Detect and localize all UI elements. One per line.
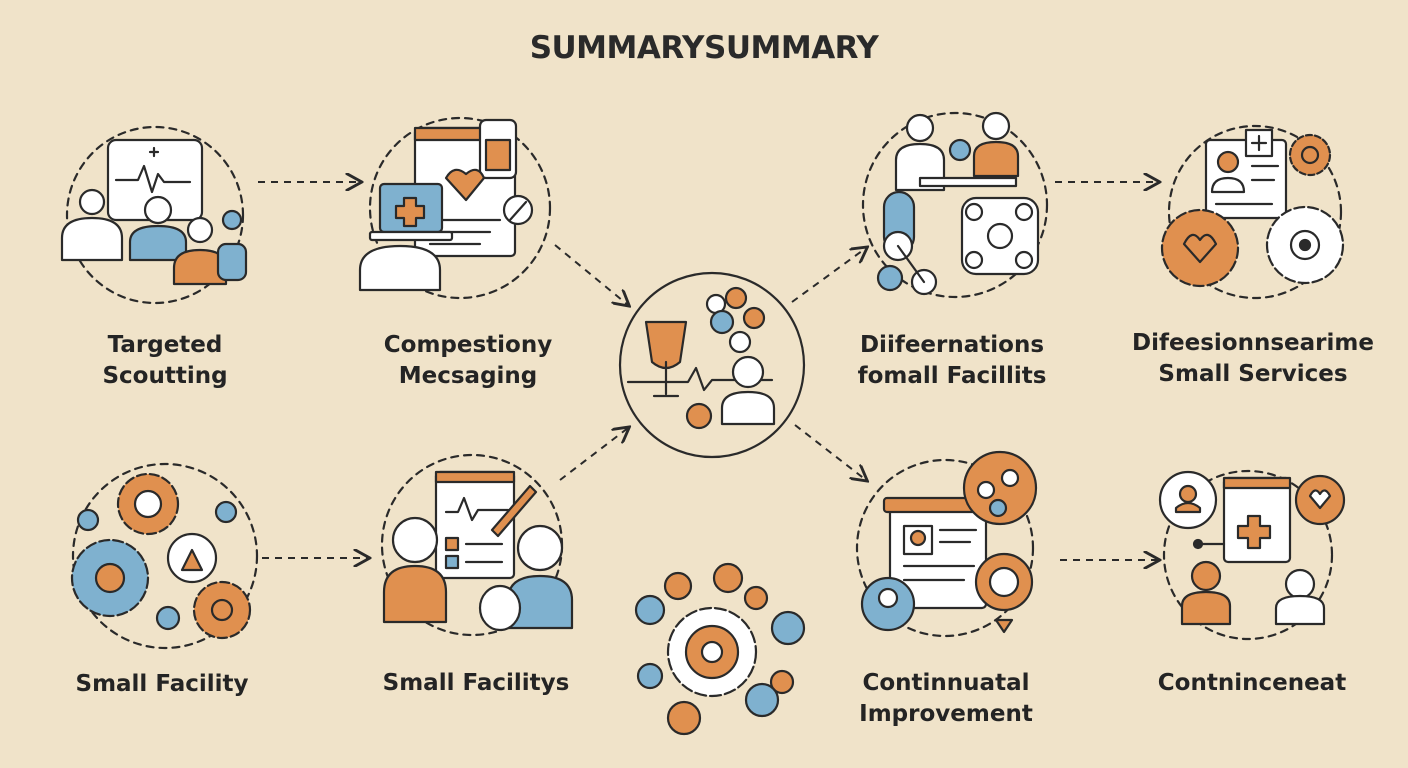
node-difeesionnsearime-small-services <box>1160 124 1345 300</box>
pill-icon <box>685 402 713 430</box>
heartbeat-line-icon <box>114 164 192 194</box>
label-continnuatal-improvement: Continnuatal Improvement <box>859 670 1033 727</box>
pencil-icon <box>490 484 538 538</box>
page-title: SUMMARYSUMMARY <box>529 30 879 66</box>
node-small-facility <box>70 462 259 650</box>
arrow-messaging-to-hub <box>554 244 628 305</box>
arrow-facilitys-to-hub <box>559 428 628 481</box>
medical-cross-icon <box>1236 514 1272 550</box>
dashed-ring <box>861 111 1049 299</box>
person-icon <box>391 516 439 564</box>
label-small-facilitys: Small Facilitys <box>382 670 570 696</box>
dashed-ring <box>368 116 552 300</box>
person-icon <box>905 113 935 143</box>
arrow-hub-to-improvement <box>794 424 866 480</box>
label-compestiony-mecsaging: Compestiony Mecsaging <box>383 332 553 389</box>
person-icon <box>1190 560 1222 592</box>
dashed-ring <box>855 458 1035 638</box>
heartbeat-line-icon <box>626 366 774 392</box>
connector-arrows <box>258 182 1158 560</box>
node-targeted-scouting <box>60 125 248 305</box>
person-icon-2 <box>516 524 564 572</box>
label-targeted-scouting: Targeted Scoutting <box>102 332 228 389</box>
molecule-badge-icon <box>962 450 1038 526</box>
label-small-facility: Small Facility <box>75 671 249 697</box>
hub-ring <box>618 271 806 459</box>
dashed-ring <box>1162 469 1334 641</box>
node-difeernations-fomall-facilitys <box>861 111 1049 299</box>
decoration-pill-gear-cluster <box>634 562 806 736</box>
dashed-ring <box>1167 124 1343 300</box>
person-icon-2 <box>981 111 1011 141</box>
node-compestiony-mecsaging <box>358 116 552 300</box>
patient-icon <box>731 355 765 389</box>
node-small-facilitys <box>380 453 574 637</box>
person-icon <box>143 195 173 225</box>
doctor-icon <box>358 244 442 292</box>
person-icon-2 <box>1284 568 1316 600</box>
arrow-hub-to-differentiation <box>791 248 866 303</box>
medical-cross-icon <box>394 196 426 228</box>
label-difeesionnsearime-small-services: Difeesionnsearime Small Services <box>1132 330 1374 387</box>
label-difeernations-fomall-facilitys: Diifeernations fomall Facillits <box>857 332 1047 389</box>
central-hub <box>618 271 806 459</box>
heart-icon <box>444 168 486 202</box>
person-icon-2 <box>186 216 214 244</box>
dashed-ring <box>65 125 245 305</box>
label-contninceneat: Contninceneat <box>1157 670 1347 696</box>
dashed-ring <box>71 462 259 650</box>
node-contninceneat <box>1158 469 1346 641</box>
node-continnuatal-improvement <box>855 450 1038 638</box>
chalice-icon <box>644 320 688 370</box>
doctor-icon <box>78 188 106 216</box>
